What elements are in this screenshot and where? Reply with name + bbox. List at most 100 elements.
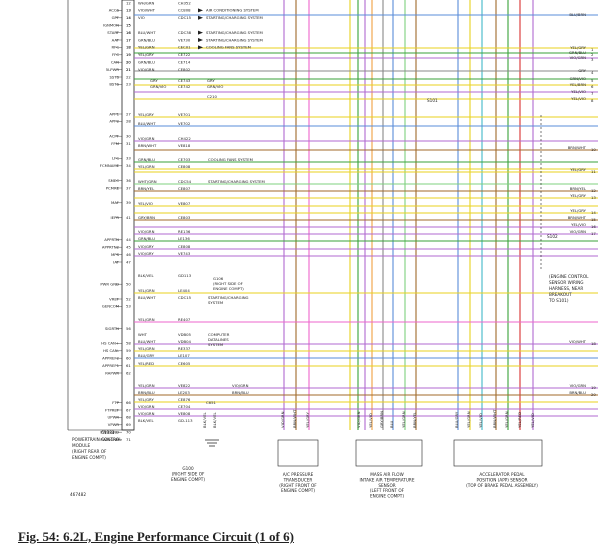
pcm-pin-number: 50 (126, 282, 131, 287)
wire-color: GRN/BLU (138, 236, 155, 241)
system-reference: G106 (213, 276, 224, 281)
wire-color: BLU/WHT (138, 30, 156, 35)
connector-pin: 19 (591, 385, 596, 390)
wire-color: YEL/GRY (138, 52, 154, 57)
maf-sensor (355, 439, 423, 467)
circuit-id: CE605 (178, 361, 191, 366)
wire-color: YEL/VIO (571, 222, 586, 227)
wire-color: GRN/BLU (569, 50, 586, 55)
pcm-pin-number: 37 (126, 185, 131, 190)
figure-id: 467482 (70, 492, 86, 497)
pcm-pin-number: 16 (126, 30, 131, 35)
wire-color: YEL/VIO (571, 96, 586, 101)
system-reference: SYSTEM (208, 342, 223, 347)
pcm-pin-function: RAPWR (105, 370, 119, 375)
connector-pin: 16 (591, 224, 596, 229)
pcm-pin-function: GENCOM (102, 304, 119, 309)
wire-color: YEL/GRN (138, 288, 155, 293)
pcm-pin-function: CAN (111, 60, 119, 65)
pcm-pin-function: SIGRTN (105, 326, 119, 331)
pcm-pin-number: 14 (126, 15, 131, 20)
pcm-pin-number: 20 (126, 60, 131, 65)
wire-color: BLU/GRY (138, 353, 155, 358)
component-label-app: (TOP OF BRAKE PEDAL ASSEMBLY) (466, 483, 538, 488)
circuit-id: RE337 (178, 346, 191, 351)
circuit-id: VE730 (178, 37, 191, 42)
wire-color: YEL/GRN (504, 411, 509, 428)
circuit-id: VE822 (178, 383, 191, 388)
ac-pressure-transducer (277, 439, 319, 467)
pcm-pin-function: BSTS (109, 82, 119, 87)
component-label-ac-pressure: (RIGHT FRONT OF (279, 483, 317, 488)
circuit-id: CE704 (178, 404, 191, 409)
pcm-pin-function: APP1 (109, 111, 119, 116)
pcm-pin-number: 71 (126, 437, 131, 442)
pcm-pin-function: FTP (112, 400, 119, 405)
system-reference: C651 (206, 400, 216, 405)
circuit-id: VE807 (178, 201, 191, 206)
pcm-pin-function: VPWR (108, 422, 120, 427)
pcm-pin-number: 41 (126, 215, 131, 220)
pcm-pin-function: FFC (112, 52, 119, 57)
component-label-maf: INTAKE AIR TEMPERATURE (360, 477, 415, 482)
connector-c1381: C1381 (101, 430, 115, 435)
pcm-pin-number: 16 (126, 30, 131, 35)
pcm-pin-number: 28 (126, 119, 131, 124)
circuit-id: CE714 (178, 60, 191, 65)
svg-text:MODULE: MODULE (72, 443, 91, 448)
pcm-pin-function: SMEC (108, 178, 119, 183)
circuit-id: CDC38 (178, 30, 192, 35)
pcm-pin-number: 47 (126, 259, 131, 264)
circuit-id: LE107 (178, 353, 190, 358)
wire-color: GRY/BRN (138, 215, 155, 220)
wire-color: YEL/GRN (138, 45, 155, 50)
wire-color: BLU/BRN (569, 12, 586, 17)
pcm-pin-function: APPRTN (104, 237, 119, 242)
system-reference: STARTING/CHARGING SYSTEM (206, 15, 263, 20)
svg-text:POWERTRAIN CONTROL: POWERTRAIN CONTROL (72, 437, 122, 442)
circuit-id: CH352 (178, 0, 191, 5)
system-reference: C210 (207, 94, 217, 99)
wire-color: YEL/VIO (571, 89, 586, 94)
circuit-id: RE407 (178, 317, 191, 322)
circuit-id: CE808 (178, 244, 191, 249)
pcm-module-label: POWERTRAIN CONTROL MODULE (RIGHT REAR OF… (72, 437, 122, 460)
pcm-pin-number: 17 (126, 37, 131, 42)
wire-color: GRN/BLU (138, 37, 155, 42)
pcm-pin-number: 45 (126, 245, 131, 250)
pcm-pin-number: 68 (126, 415, 131, 420)
pcm-pin-number: 12 (126, 0, 131, 5)
wire-color: VIO/GRN (280, 411, 285, 428)
circuit-id: CDC54 (178, 179, 192, 184)
system-reference: GRN/VIO (207, 84, 223, 89)
pcm-pin-function: APPREF1 (102, 363, 119, 368)
wire-color: WH/GRN (138, 0, 154, 5)
circuit-id: LE203 (178, 390, 190, 395)
component-label-maf: MASS AIR FLOW (370, 472, 404, 477)
pcm-pin-function: AAT (112, 37, 120, 42)
wire-color: VIO/GRN (138, 229, 155, 234)
pcm-pin-number: 27 (126, 111, 131, 116)
pcm-pin-number: 13 (126, 8, 131, 13)
circuit-id: CE722 (178, 52, 191, 57)
component-label-ac-pressure: ENGINE COMPT) (281, 488, 315, 493)
system-reference: STARTING/CHARGING (208, 295, 249, 300)
wire-color: YEL/GRN (138, 164, 155, 169)
pcm-pin-function: UPWR (108, 415, 120, 420)
wire-color: YEL/GRY (138, 397, 154, 402)
circuit-id: LE136 (178, 236, 190, 241)
pcm-pin-number: 21 (126, 67, 131, 72)
wire-color: BRN/WHT (492, 409, 497, 428)
pcm-pin-number: 53 (126, 304, 131, 309)
pcm-pin-number: 58 (126, 341, 131, 346)
component-label-g100: G100 (182, 466, 194, 471)
circuit-id: CH422 (178, 136, 191, 141)
wire-color: YEL/GRN (138, 317, 155, 322)
circuit-id: CDC15 (178, 295, 192, 300)
pcm-pin-function: IEPR (111, 215, 120, 220)
wire-color: YEL/GRN (138, 346, 155, 351)
connector-pin: 1 (591, 47, 594, 52)
wire-color: YEL/GRY (138, 112, 154, 117)
